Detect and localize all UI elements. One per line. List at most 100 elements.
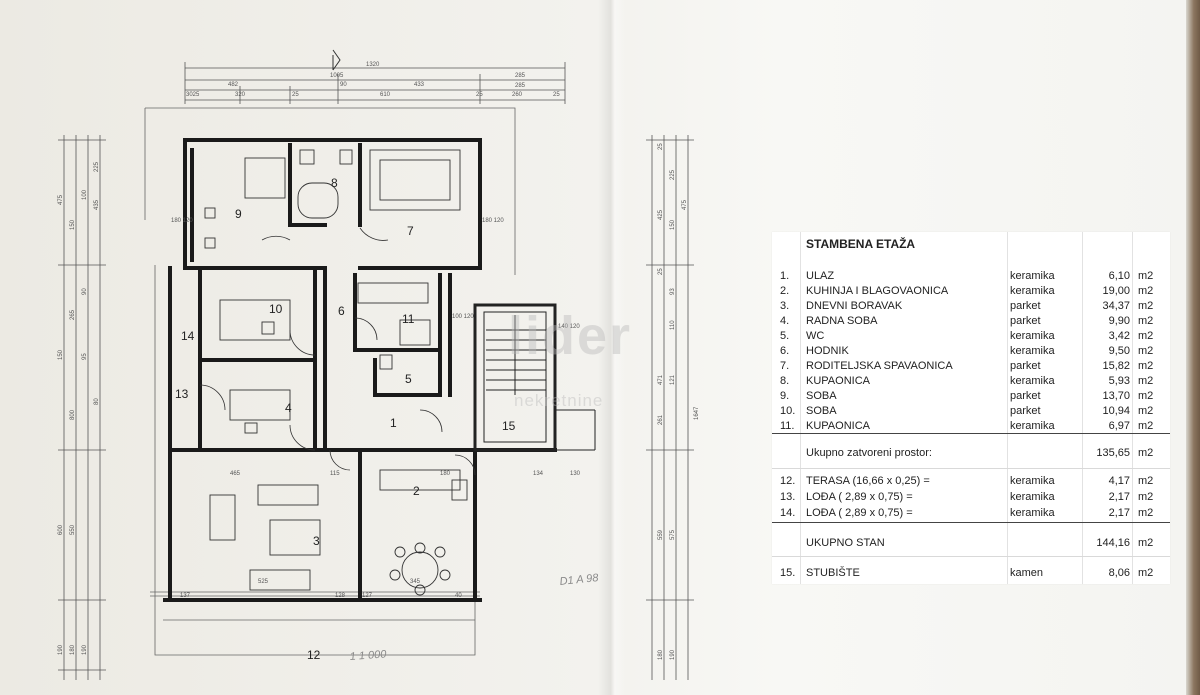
dim-right: 425 [658,209,664,220]
enclosed-label: Ukupno zatvoreni prostor: [806,447,932,459]
row-unit: m2 [1138,390,1154,402]
right-dimension-lines [646,135,694,680]
dim-left: 800 [70,409,76,420]
row-name: RADNA SOBA [806,315,878,327]
row-unit: m2 [1138,360,1154,372]
row-name: KUHINJA I BLAGOVAONICA [806,285,949,297]
room-3-label: 3 [313,534,320,548]
table-divider [772,468,1170,469]
table-row: 15. STUBIŠTE kamen 8,06 m2 [772,566,1170,580]
paper-fold [598,0,626,695]
dim-interior: 134 [533,471,544,477]
table-row: 1. ULAZ keramika 6,10 m2 [772,269,1170,283]
room-13-label: 13 [175,387,189,401]
interior-dimensions: 180 120 180 120 100 120 140 120 465 115 … [171,218,581,599]
row-area: 9,90 [1108,315,1130,327]
row-number: 9. [780,390,790,402]
table-row: 2. KUHINJA I BLAGOVAONICA keramika 19,00… [772,284,1170,298]
top-dimension-lines [184,62,566,104]
row-material: parket [1010,390,1041,402]
watermark-subtitle: nekretnine [514,391,604,410]
room-4-label: 4 [285,401,292,415]
dim-right: 150 [670,219,676,230]
dim-left: 80 [94,398,100,405]
table-row: 5. WC keramika 3,42 m2 [772,329,1170,343]
row-material: keramika [1010,420,1055,432]
table-row: 7. RODITELJSKA SPAVAONICA parket 15,82 m… [772,359,1170,373]
dim-interior: 127 [362,593,373,599]
table-grid-line [1007,232,1008,584]
table-divider [772,522,1170,523]
total-area: 144,16 [1096,537,1130,549]
dim-left: 180 [70,644,76,655]
dim-right: 190 [670,649,676,660]
row-area: 8,06 [1108,567,1130,579]
dim-top: 25 [476,92,483,98]
dim-top: 482 [228,82,239,88]
row-material: keramika [1010,375,1055,387]
row-unit: m2 [1138,491,1154,503]
dim-interior: 180 120 [171,218,193,224]
row-unit: m2 [1138,330,1154,342]
row-number: 4. [780,315,790,327]
row-number: 11. [780,420,795,432]
dim-top: 25 [553,92,560,98]
table-grid-line [1132,232,1133,584]
row-number: 2. [780,285,790,297]
row-unit: m2 [1138,345,1154,357]
dim-left: 190 [82,644,88,655]
row-number: 5. [780,330,790,342]
left-dimensions: 225 100 150 475 435 90 265 95 150 80 800… [58,161,100,655]
row-material: kamen [1010,567,1044,579]
table-grid-line [800,232,801,584]
dim-right: 1647 [694,406,700,420]
row-area: 19,00 [1102,285,1130,297]
table-row: 4. RADNA SOBA parket 9,90 m2 [772,314,1170,328]
dim-top: 90 [340,82,347,88]
dim-left: 550 [70,524,76,535]
dim-top: 1005 [330,73,344,79]
dim-left: 95 [82,353,88,360]
dim-top: 433 [414,82,425,88]
table-divider [772,433,1170,434]
row-unit: m2 [1138,507,1154,519]
row-area: 15,82 [1102,360,1130,372]
dim-top: 610 [380,92,391,98]
row-material: keramika [1010,330,1055,342]
total-unit: m2 [1138,537,1154,549]
row-area: 34,37 [1102,300,1130,312]
row-area: 5,93 [1108,375,1130,387]
row-name: SOBA [806,390,837,402]
dim-interior: 137 [180,593,191,599]
dim-top: 285 [515,73,526,79]
table-total-row: UKUPNO STAN 144,16 m2 [772,536,1170,550]
dim-right: 471 [658,374,664,385]
row-number: 10. [780,405,796,417]
dim-left: 435 [94,199,100,210]
dim-top: 260 [512,92,523,98]
table-row: 9. SOBA parket 13,70 m2 [772,389,1170,403]
table-row: 10. SOBA parket 10,94 m2 [772,404,1170,418]
row-unit: m2 [1138,270,1154,282]
watermark-logo: lider [508,306,633,366]
handwritten-note: D1 A 98 [559,572,600,588]
table-row: 13. LOĐA ( 2,89 x 0,75) = keramika 2,17 … [772,490,1170,504]
room-8-label: 8 [331,176,338,190]
north-arrow [332,49,341,71]
dim-right: 110 [670,320,676,330]
table-title: STAMBENA ETAŽA [806,237,916,251]
row-number: 6. [780,345,790,357]
table-row: 11. KUPAONICA keramika 6,97 m2 [772,419,1170,433]
dim-left: 100 [82,189,88,200]
dim-left: 475 [58,194,64,205]
table-row: 12. TERASA (16,66 x 0,25) = keramika 4,1… [772,474,1170,488]
row-name: LOĐA ( 2,89 x 0,75) = [806,507,913,519]
row-unit: m2 [1138,475,1154,487]
handwritten-note: 1 1 000 [349,648,387,663]
dim-interior: 525 [258,579,269,585]
dim-right: 25 [658,268,664,275]
dim-interior: 128 [335,593,346,599]
table-row: 8. KUPAONICA keramika 5,93 m2 [772,374,1170,388]
dim-right: 475 [682,199,688,210]
row-name: LOĐA ( 2,89 x 0,75) = [806,491,913,503]
